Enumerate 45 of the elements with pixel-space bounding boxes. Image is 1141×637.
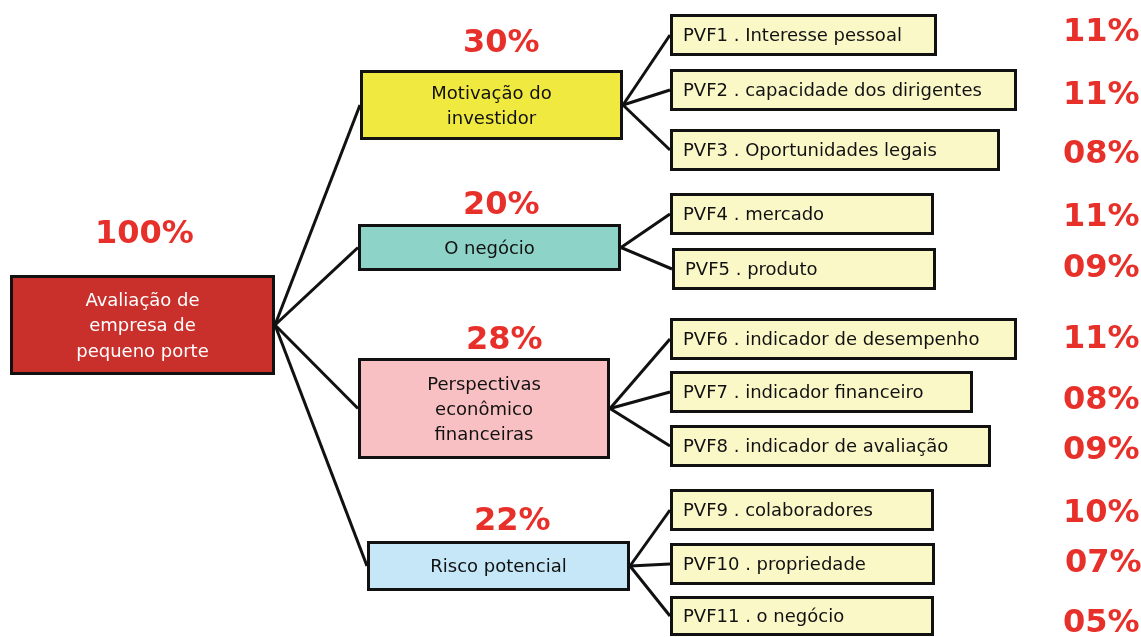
factor-box: PVF6 . indicador de desempenho	[670, 318, 1017, 360]
connector-line	[620, 246, 673, 271]
percentage-label: 08%	[1063, 382, 1140, 414]
connector-line	[609, 407, 671, 448]
root-box: Avaliação de empresa de pequeno porte	[10, 275, 275, 375]
connector-line	[628, 509, 672, 567]
factor-box: PVF7 . indicador financeiro	[670, 371, 973, 413]
connector-line	[622, 88, 671, 107]
factor-box: PVF3 . Oportunidades legais	[670, 129, 1000, 171]
percentage-label: 20%	[463, 187, 540, 219]
factor-box: PVF10 . propriedade	[670, 543, 935, 585]
factor-box: PVF2 . capacidade dos dirigentes	[670, 69, 1017, 111]
percentage-label: 09%	[1063, 250, 1140, 282]
percentage-label: 22%	[474, 503, 551, 535]
percentage-label: 30%	[463, 25, 540, 57]
category-box: O negócio	[358, 224, 621, 271]
connector-line	[273, 246, 360, 327]
percentage-label: 100%	[95, 216, 194, 248]
percentage-label: 11%	[1063, 77, 1140, 109]
factor-box: PVF8 . indicador de avaliação	[670, 425, 991, 467]
connector-line	[621, 34, 672, 106]
factor-box: PVF11 . o negócio	[670, 596, 934, 636]
category-box: Motivação do investidor	[360, 70, 623, 140]
percentage-label: 28%	[466, 322, 543, 354]
percentage-label: 11%	[1063, 321, 1140, 353]
connector-line	[628, 565, 672, 617]
connector-line	[273, 323, 360, 410]
category-box: Perspectivas econômico financeiras	[358, 358, 610, 459]
connector-line	[629, 562, 671, 568]
connector-line	[609, 390, 671, 410]
connector-line	[621, 103, 672, 152]
factor-box: PVF9 . colaboradores	[670, 489, 934, 531]
category-box: Risco potencial	[367, 541, 630, 591]
percentage-label: 11%	[1063, 14, 1140, 46]
factor-box: PVF1 . Interesse pessoal	[670, 14, 937, 56]
percentage-label: 09%	[1063, 432, 1140, 464]
connector-line	[620, 212, 671, 249]
factor-box: PVF4 . mercado	[670, 193, 934, 235]
percentage-label: 10%	[1063, 495, 1140, 527]
percentage-label: 05%	[1063, 605, 1140, 637]
percentage-label: 08%	[1063, 136, 1140, 168]
percentage-label: 07%	[1065, 545, 1141, 577]
connector-line	[608, 338, 672, 410]
percentage-label: 11%	[1063, 199, 1140, 231]
factor-box: PVF5 . produto	[672, 248, 936, 290]
